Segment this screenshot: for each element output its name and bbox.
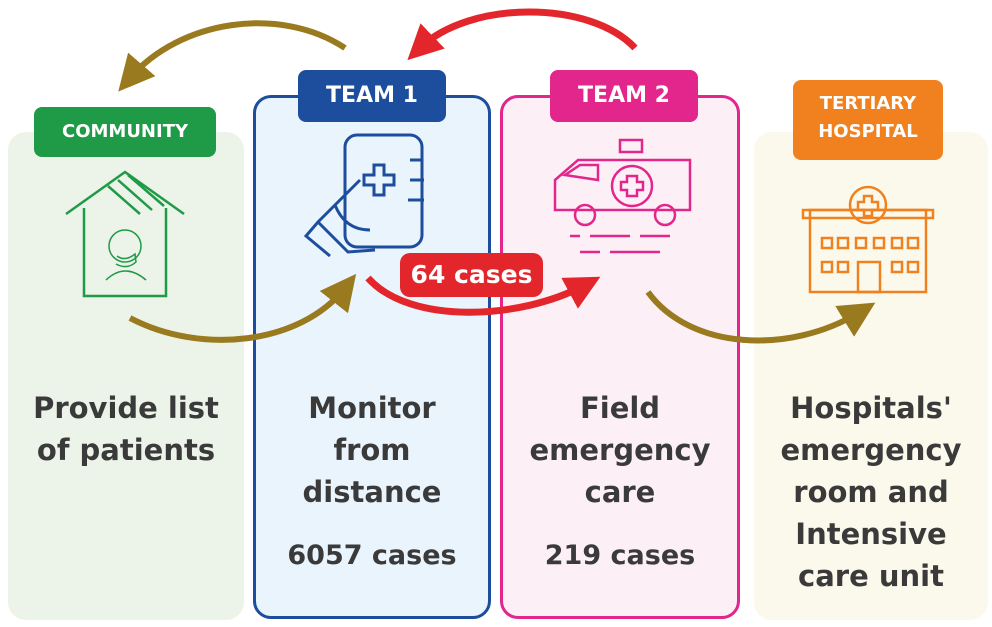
label-line: Intensive	[795, 517, 947, 551]
hospital-building-icon	[801, 185, 935, 294]
transfer-arrow-team1-to-team2	[365, 275, 601, 316]
team1-panel	[253, 95, 491, 619]
tertiary-hospital-label: Hospitals' emergency room and Intensive …	[754, 387, 988, 597]
label-line: distance	[302, 475, 442, 509]
team2-case-count: 219 cases	[544, 540, 696, 571]
flow-arrow-team2-to-tertiary	[645, 290, 876, 344]
label-line: Hospitals'	[790, 391, 952, 425]
label-line: care unit	[798, 559, 944, 593]
tertiary-tag-line: HOSPITAL	[818, 121, 918, 142]
ambulance-icon	[553, 138, 692, 254]
label-line: from	[333, 433, 411, 467]
label-line: emergency	[780, 433, 962, 467]
team1-tag: TEAM 1	[298, 70, 446, 122]
label-line: care	[584, 475, 656, 509]
label-line: room and	[793, 475, 949, 509]
community-tag: COMMUNITY	[34, 107, 216, 157]
house-with-masked-person-icon	[65, 170, 185, 298]
label-line: of patients	[36, 433, 216, 467]
label-line: emergency	[529, 433, 711, 467]
tertiary-hospital-tag: TERTIARY HOSPITAL	[793, 80, 943, 160]
community-label: Provide list of patients	[8, 387, 244, 471]
label-line: Monitor	[308, 391, 436, 425]
feedback-arrow-team1-to-community	[118, 20, 347, 92]
team2-tag: TEAM 2	[550, 70, 698, 122]
feedback-arrow-team2-to-team1	[407, 8, 638, 61]
team1-label: Monitor from distance	[253, 387, 491, 513]
label-line: Field	[579, 391, 661, 425]
hand-holding-phone-icon	[303, 133, 424, 258]
team1-case-count: 6057 cases	[287, 540, 457, 571]
flow-arrow-community-to-team1	[128, 273, 357, 343]
team2-label: Field emergency care	[500, 387, 740, 513]
tertiary-tag-line: TERTIARY	[819, 93, 917, 114]
label-line: Provide list	[33, 391, 219, 425]
transfer-cases-badge: 64 cases	[400, 253, 543, 297]
community-panel	[8, 132, 244, 620]
